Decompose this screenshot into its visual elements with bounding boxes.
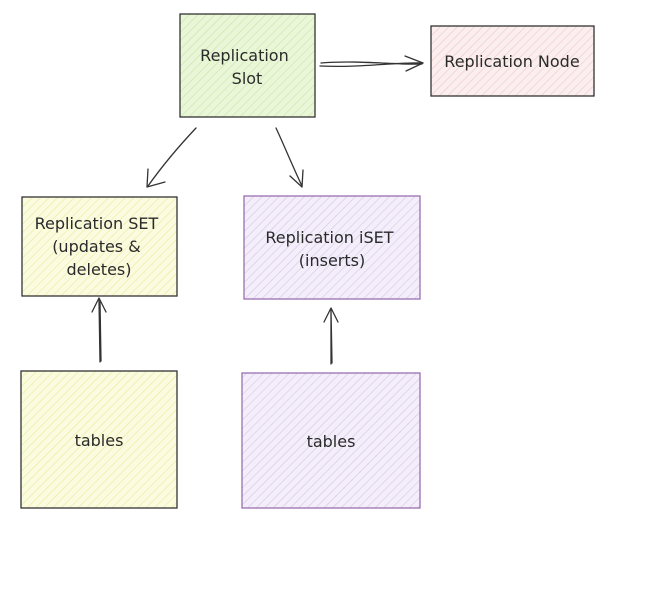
edge-slot-to-set bbox=[146, 127, 197, 188]
edge-slot-to-iset-shaft bbox=[275, 127, 303, 187]
edge-slot-to-node bbox=[319, 55, 424, 72]
edge-tables-left-to-set-head bbox=[91, 297, 107, 313]
svg-text:Replication Node: Replication Node bbox=[444, 52, 579, 71]
node-replication-iset-line-2: (inserts) bbox=[299, 251, 365, 270]
node-replication-slot-line-2: Slot bbox=[232, 69, 263, 88]
node-tables-right-box bbox=[241, 372, 421, 509]
node-replication-set[interactable]: Replication SET (updates & deletes) bbox=[21, 196, 178, 297]
node-replication-set-line-3: deletes) bbox=[67, 260, 132, 279]
edge-slot-to-iset-head bbox=[289, 169, 304, 188]
node-tables-right[interactable]: tables bbox=[241, 372, 421, 509]
node-tables-right-line-1: tables bbox=[307, 432, 356, 451]
edge-tables-right-to-iset-shaft bbox=[330, 308, 333, 365]
node-tables-left[interactable]: tables bbox=[20, 370, 178, 509]
node-replication-iset-box bbox=[243, 195, 421, 300]
svg-text:tables: tables bbox=[307, 432, 356, 451]
node-replication-set-box bbox=[21, 196, 178, 297]
node-replication-slot[interactable]: Replication Slot bbox=[179, 13, 316, 118]
node-replication-set-line-1: Replication SET bbox=[35, 214, 159, 233]
svg-text:Replication iSET (insert: Replication iSET (inserts) bbox=[265, 228, 398, 270]
svg-text:Replication SET (updates: Replication SET (updates & deletes) bbox=[35, 214, 164, 279]
edge-slot-to-set-head bbox=[146, 168, 166, 188]
node-replication-iset[interactable]: Replication iSET (inserts) bbox=[243, 195, 421, 300]
node-tables-left-box bbox=[20, 370, 178, 509]
node-replication-set-line-2: (updates & bbox=[52, 237, 141, 256]
node-replication-node[interactable]: Replication Node bbox=[430, 25, 595, 97]
node-replication-node-line-1: Replication Node bbox=[444, 52, 579, 71]
edge-slot-to-node-head bbox=[404, 55, 424, 72]
edge-slot-to-iset bbox=[275, 127, 304, 188]
node-tables-left-line-1: tables bbox=[75, 431, 124, 450]
svg-text:tables: tables bbox=[75, 431, 124, 450]
edge-tables-right-to-iset-head bbox=[323, 307, 339, 323]
node-replication-slot-box bbox=[179, 13, 316, 118]
node-replication-node-box bbox=[430, 25, 595, 97]
edge-slot-to-set-shaft bbox=[147, 127, 197, 187]
svg-text:Replication Slot: Replication Slot bbox=[200, 46, 294, 88]
edge-tables-left-to-set-shaft bbox=[98, 299, 102, 363]
edge-tables-left-to-set bbox=[91, 297, 107, 363]
node-replication-iset-line-1: Replication iSET bbox=[265, 228, 393, 247]
edge-slot-to-node-shaft bbox=[319, 61, 424, 68]
edge-tables-right-to-iset bbox=[323, 307, 339, 365]
node-replication-slot-line-1: Replication bbox=[200, 46, 289, 65]
